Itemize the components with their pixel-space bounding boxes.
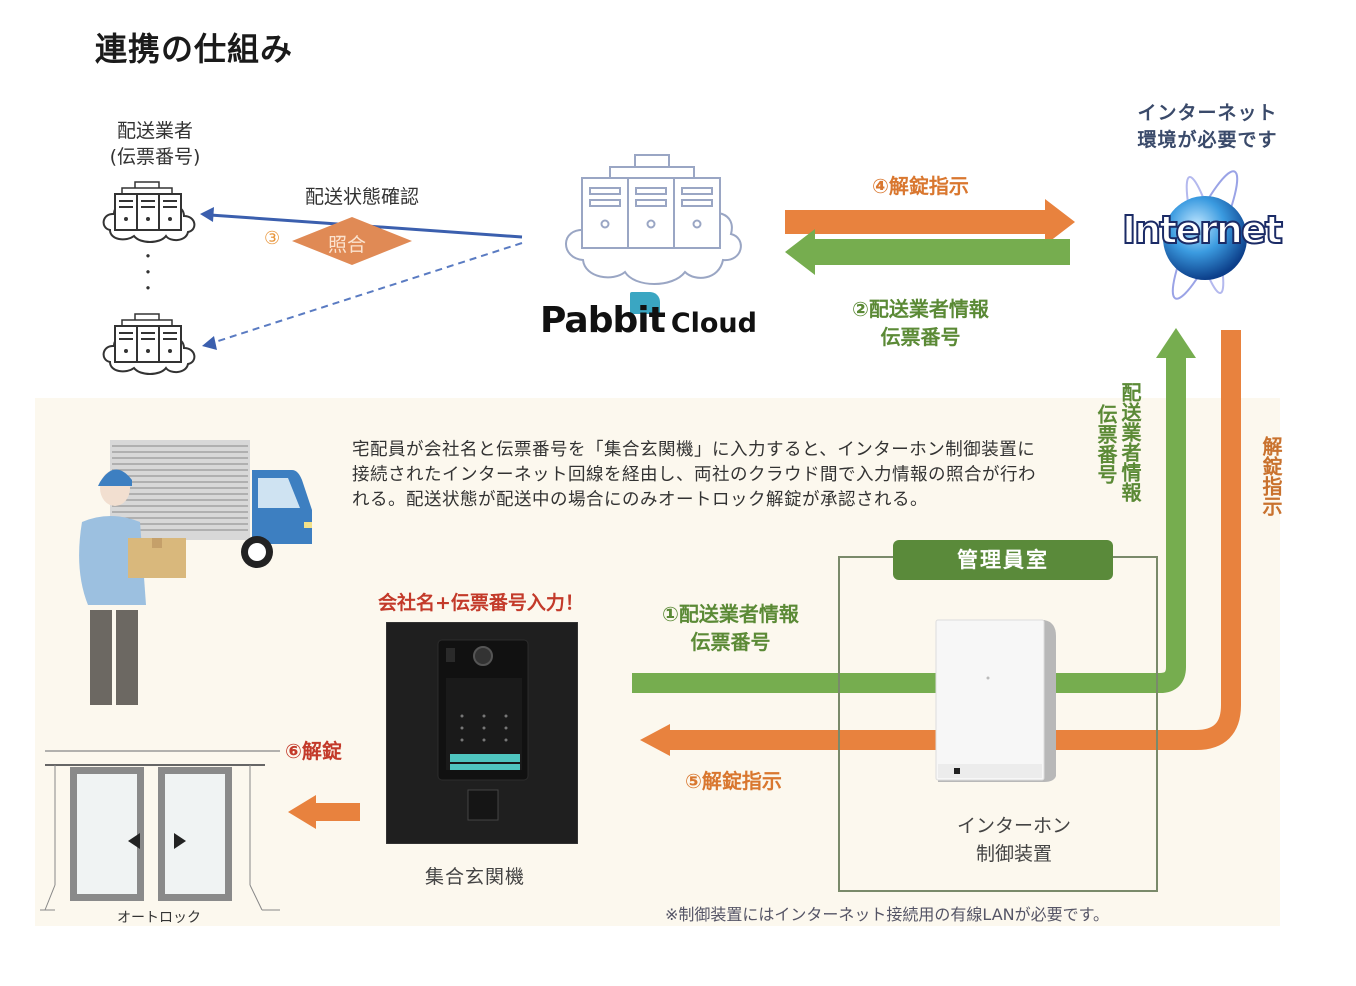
step1-label: ①配送業者情報 伝票番号 bbox=[662, 600, 799, 656]
internet-requirement-note: インターネット 環境が必要です bbox=[1125, 100, 1290, 154]
pabbit-logo-cloud: Cloud bbox=[670, 308, 757, 339]
controller-label: インターホン 制御装置 bbox=[944, 812, 1084, 868]
globe-icon bbox=[1163, 170, 1247, 300]
delivery-company-slip: (伝票番号) bbox=[109, 146, 201, 168]
step5-label: ⑤解錠指示 bbox=[685, 769, 782, 793]
dashed-arrowhead bbox=[202, 336, 217, 350]
vertical-green-label-2: 伝票番号 bbox=[1094, 404, 1118, 484]
delivery-person-truck-illustration bbox=[79, 440, 312, 705]
controller-body bbox=[935, 619, 1045, 781]
step6-label: ⑥解錠 bbox=[285, 739, 342, 763]
controller-label-line2: 制御装置 bbox=[975, 843, 1052, 865]
person-cap bbox=[98, 469, 132, 486]
screen-button-2[interactable] bbox=[450, 764, 520, 770]
intercom-controller-device bbox=[935, 619, 1056, 782]
person-legs bbox=[90, 610, 112, 705]
step1-line1: ①配送業者情報 bbox=[662, 602, 799, 626]
pabbit-logo-mark bbox=[630, 292, 660, 314]
step4-label: ④解錠指示 bbox=[872, 174, 969, 198]
input-callout: 会社名+伝票番号入力！ bbox=[378, 592, 584, 614]
step3-number: ③ bbox=[264, 228, 281, 249]
status-check-arrowhead bbox=[200, 207, 214, 222]
cloud-internet-arrows bbox=[785, 199, 1075, 275]
step2-line2: 伝票番号 bbox=[880, 325, 961, 349]
server-cloud-icon-2 bbox=[102, 313, 196, 375]
vertical-orange-label: 解錠指示 bbox=[1259, 436, 1283, 516]
camera-icon bbox=[473, 646, 493, 666]
page-title: 連携の仕組み bbox=[95, 30, 294, 68]
door-open-right-arrow-icon bbox=[174, 833, 186, 849]
footnote: ※制御装置にはインターネット接続用の有線LANが必要です。 bbox=[665, 905, 1110, 924]
card-reader bbox=[467, 789, 499, 821]
step2-label: ②配送業者情報 伝票番号 bbox=[852, 295, 989, 351]
step4-arrow bbox=[785, 199, 1075, 245]
step2-line1: ②配送業者情報 bbox=[852, 297, 989, 321]
screen-button-1[interactable] bbox=[450, 754, 520, 762]
dashed-line bbox=[211, 242, 523, 344]
pabbit-logo-brand: Pabbit bbox=[540, 300, 666, 341]
step1-line2: 伝票番号 bbox=[690, 630, 771, 654]
pabbit-server-cloud-icon bbox=[565, 154, 742, 285]
vertical-green-label-1: 配送業者情報 bbox=[1118, 382, 1142, 502]
collation-label: 照合 bbox=[328, 234, 367, 256]
green-up-arrowhead bbox=[1156, 328, 1196, 358]
vendor-ellipsis: ・・・ bbox=[137, 248, 156, 296]
internet-note-line1: インターネット bbox=[1137, 102, 1278, 124]
description-text: 宅配員が会社名と伝票番号を「集合玄関機」に入力すると、インターホン制御装置に接続… bbox=[352, 440, 1036, 510]
entrance-panel-label: 集合玄関機 bbox=[425, 866, 526, 888]
door-open-left-arrow-icon bbox=[128, 833, 140, 849]
internet-logo-text: Internet bbox=[1121, 207, 1284, 253]
step2-arrow bbox=[785, 229, 1070, 275]
server-cloud-icon bbox=[102, 181, 196, 243]
internet-note-line2: 環境が必要です bbox=[1137, 129, 1278, 151]
status-check-label: 配送状態確認 bbox=[305, 186, 420, 208]
controller-label-line1: インターホン bbox=[956, 815, 1071, 837]
delivery-company-name: 配送業者 bbox=[116, 120, 193, 142]
management-office-tab: 管理員室 bbox=[893, 540, 1113, 580]
autolock-door-illustration bbox=[40, 750, 280, 911]
entrance-panel-device bbox=[386, 622, 578, 844]
autolock-label: オートロック bbox=[117, 910, 201, 926]
delivery-company-label: 配送業者 (伝票番号) bbox=[95, 118, 215, 170]
